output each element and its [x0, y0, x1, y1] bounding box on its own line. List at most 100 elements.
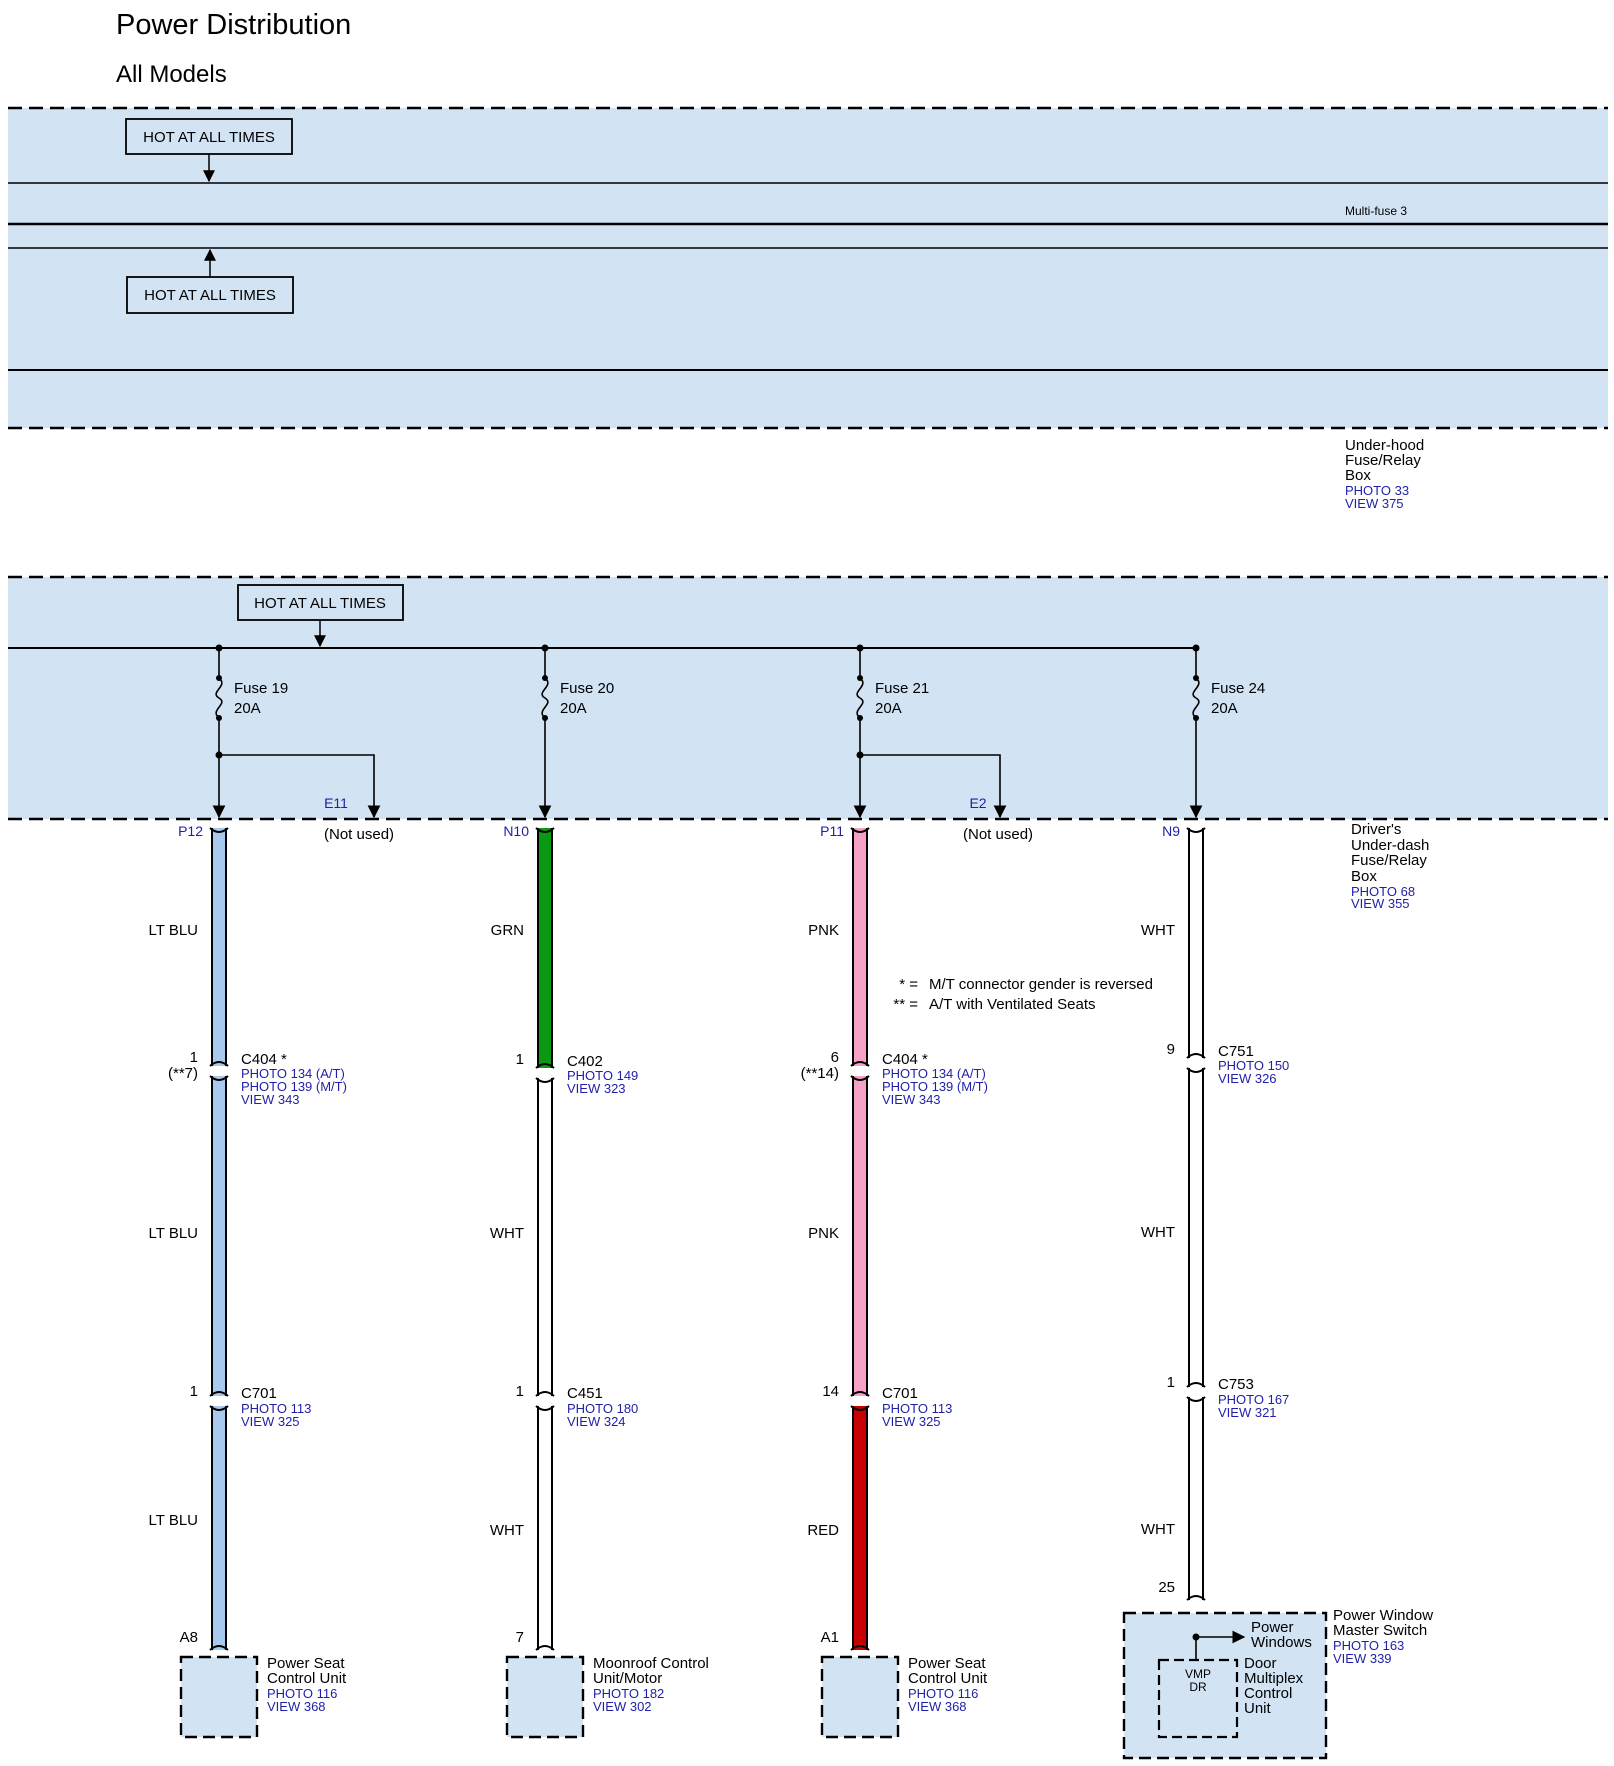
fuse-label: Fuse 20 — [560, 680, 614, 697]
fuse-rating: 20A — [1211, 700, 1238, 717]
connector-photo: PHOTO 134 (A/T) — [882, 1066, 986, 1081]
component-view: VIEW 339 — [1333, 1651, 1392, 1666]
fuse-label: Fuse 21 — [875, 680, 929, 697]
fuse-symbol — [856, 677, 864, 719]
svg-text:Under-dash: Under-dash — [1351, 837, 1429, 854]
svg-text:Fuse/Relay: Fuse/Relay — [1345, 452, 1421, 469]
inner-unit-name: Door — [1244, 1655, 1277, 1672]
component-box — [179, 1655, 259, 1739]
branch-line — [860, 754, 1007, 819]
component-view: VIEW 368 — [267, 1699, 326, 1714]
page-subtitle: All Models — [116, 61, 227, 88]
connector-name: C753 — [1218, 1376, 1254, 1393]
svg-text:HOT AT ALL TIMES: HOT AT ALL TIMES — [144, 287, 276, 304]
svg-text:** =: ** = — [893, 996, 918, 1013]
connector-photo: PHOTO 150 — [1218, 1058, 1289, 1073]
svg-text:Driver's: Driver's — [1351, 821, 1401, 838]
component-pin: 25 — [1158, 1579, 1175, 1596]
svg-text:Box: Box — [1345, 467, 1371, 484]
wire-color-label: PNK — [808, 1225, 839, 1242]
connector-name: C451 — [567, 1385, 603, 1402]
wire-color-label: WHT — [1141, 922, 1175, 939]
wire-color-label: WHT — [1141, 1224, 1175, 1241]
svg-text:VIEW 355: VIEW 355 — [1351, 896, 1410, 911]
fuse-label: Fuse 19 — [234, 680, 288, 697]
inner-unit-box — [1157, 1658, 1239, 1739]
underdash-fuse-box: HOT AT ALL TIMES E11 E2 — [8, 575, 1608, 821]
connector-photo: PHOTO 139 (M/T) — [241, 1079, 347, 1094]
fuse-label: Fuse 24 — [1211, 680, 1265, 697]
underhood-fuse-box: Multi-fuse 3 HOT AT ALL TIMES HOT AT ALL… — [8, 106, 1608, 430]
connector-photo: PHOTO 134 (A/T) — [241, 1066, 345, 1081]
fuse-rating: 20A — [234, 700, 261, 717]
svg-text:* =: * = — [899, 976, 918, 993]
connector-view: VIEW 325 — [241, 1414, 300, 1429]
wire-color-label: WHT — [1141, 1521, 1175, 1538]
inner-unit-name: Unit — [1244, 1700, 1272, 1717]
connector-photo: PHOTO 139 (M/T) — [882, 1079, 988, 1094]
svg-text:VIEW 375: VIEW 375 — [1345, 496, 1404, 511]
component-view: VIEW 368 — [908, 1699, 967, 1714]
connector-photo: PHOTO 113 — [882, 1401, 952, 1416]
cavity-label: P12 — [178, 823, 203, 839]
connector-pin-alt: (**7) — [168, 1065, 198, 1082]
svg-text:HOT AT ALL TIMES: HOT AT ALL TIMES — [254, 595, 386, 612]
connector-name: C751 — [1218, 1043, 1254, 1060]
component-name: Master Switch — [1333, 1622, 1427, 1639]
connector-view: VIEW 343 — [241, 1092, 300, 1107]
component-box — [820, 1655, 900, 1739]
connector-view: VIEW 325 — [882, 1414, 941, 1429]
fuse-rating: 20A — [560, 700, 587, 717]
component-photo: PHOTO 116 — [267, 1686, 337, 1701]
component-photo: PHOTO 163 — [1333, 1638, 1404, 1653]
component-photo: PHOTO 116 — [908, 1686, 978, 1701]
connector-name: C402 — [567, 1053, 603, 1070]
svg-text:HOT AT ALL TIMES: HOT AT ALL TIMES — [143, 129, 275, 146]
connector-view: VIEW 324 — [567, 1414, 626, 1429]
svg-text:M/T connector gender is revers: M/T connector gender is reversed — [929, 976, 1153, 993]
component-name: Power Window — [1333, 1607, 1433, 1624]
component-pin: A8 — [180, 1629, 198, 1646]
underdash-box-label: Driver's Under-dash Fuse/Relay Box PHOTO… — [1351, 821, 1429, 911]
inner-unit-name: Control — [1244, 1685, 1292, 1702]
component-photo: PHOTO 182 — [593, 1686, 664, 1701]
component-name: Unit/Motor — [593, 1670, 662, 1687]
connector-name: C404 * — [241, 1051, 287, 1068]
not-used-label: (Not used) — [963, 826, 1033, 843]
component-name: Control Unit — [267, 1670, 347, 1687]
cavity-label: P11 — [820, 823, 844, 839]
connector-pin: 1 — [190, 1049, 198, 1066]
wire-color-label: LT BLU — [149, 1512, 198, 1529]
connector-photo: PHOTO 167 — [1218, 1392, 1289, 1407]
connector-name: C404 * — [882, 1051, 928, 1068]
multifuse-label: Multi-fuse 3 — [1345, 204, 1407, 218]
connector-pin: 1 — [190, 1383, 198, 1400]
wire-color-label: RED — [807, 1522, 839, 1539]
component-view: VIEW 302 — [593, 1699, 652, 1714]
connector-photo: PHOTO 180 — [567, 1401, 638, 1416]
branch-e2: E2 — [969, 795, 986, 811]
svg-text:PHOTO 68: PHOTO 68 — [1351, 884, 1415, 899]
branch-line — [219, 754, 381, 819]
inner-unit-pin: VMP — [1185, 1667, 1211, 1681]
connector-pin: 1 — [1167, 1374, 1175, 1391]
svg-text:Box: Box — [1351, 868, 1377, 885]
page-title: Power Distribution — [116, 9, 351, 41]
component-name: Power Seat — [908, 1655, 986, 1672]
connector-pin: 9 — [1167, 1041, 1175, 1058]
inner-unit-pin: DR — [1189, 1680, 1207, 1694]
notes: * = M/T connector gender is reversed ** … — [893, 976, 1153, 1013]
component-name: Moonroof Control — [593, 1655, 709, 1672]
hot-at-all-times-label — [126, 276, 294, 314]
fuse-symbol — [541, 677, 549, 719]
cavity-label: N10 — [503, 823, 529, 839]
branch-e11: E11 — [324, 795, 348, 811]
cavity-label: N9 — [1162, 823, 1180, 839]
wire-color-label: WHT — [490, 1522, 524, 1539]
not-used-label: (Not used) — [324, 826, 394, 843]
